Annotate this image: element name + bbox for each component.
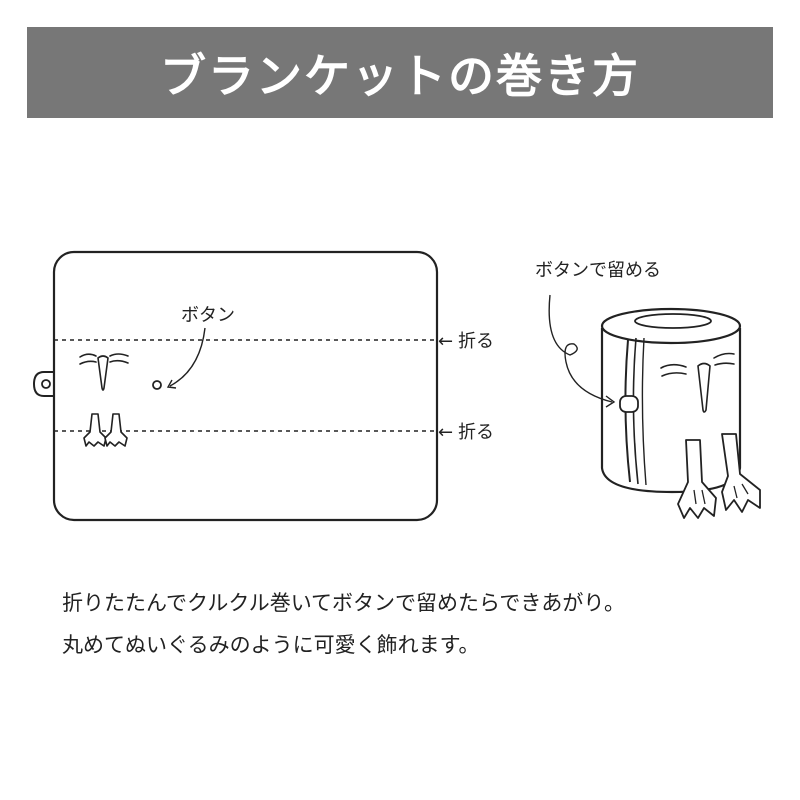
- blanket-side-tab-hole: [41, 379, 51, 389]
- blanket-outline: [52, 250, 439, 522]
- roll-button: [619, 395, 639, 413]
- description: 折りたたんでクルクル巻いてボタンで留めたらできあがり。 丸めてぬいぐるみのように…: [62, 582, 772, 666]
- roll-feet-toes: [693, 483, 749, 505]
- roll-feet: [677, 433, 761, 519]
- flat-blanket: ボタン ← 折る ← 折る: [32, 250, 494, 522]
- fold-arrow-bottom: ←: [438, 422, 453, 443]
- button-pointer-arrowhead: [166, 379, 177, 389]
- fold-arrow-top: ←: [438, 331, 453, 352]
- roll-face: [660, 352, 735, 413]
- description-line-1: 折りたたんでクルクル巻いてボタンで留めたらできあがり。: [62, 591, 626, 615]
- roll-pointer-arrowhead: [605, 395, 616, 408]
- button-label: ボタン: [181, 305, 235, 326]
- roll-pointer-arrow: [548, 294, 613, 403]
- blanket-face: [79, 353, 129, 391]
- blanket-feet: [83, 413, 128, 447]
- title-banner: ブランケットの巻き方: [27, 27, 773, 118]
- description-line-2: 丸めてぬいぐるみのように可愛く飾れます。: [62, 633, 480, 657]
- folding-diagram: ボタン ← 折る ← 折る ボタンで留める: [32, 250, 761, 522]
- button-pointer-arrow: [169, 327, 206, 387]
- fold-label-bottom: 折る: [458, 422, 494, 443]
- fold-label-top: 折る: [458, 331, 494, 352]
- button-dot: [152, 380, 162, 390]
- roll-top-inner: [634, 313, 712, 329]
- roll-flap-edge-inner2: [641, 337, 647, 486]
- rolled-label: ボタンで留める: [535, 260, 661, 281]
- page-title: ブランケットの巻き方: [160, 48, 640, 103]
- rolled-blanket: ボタンで留める: [535, 260, 761, 519]
